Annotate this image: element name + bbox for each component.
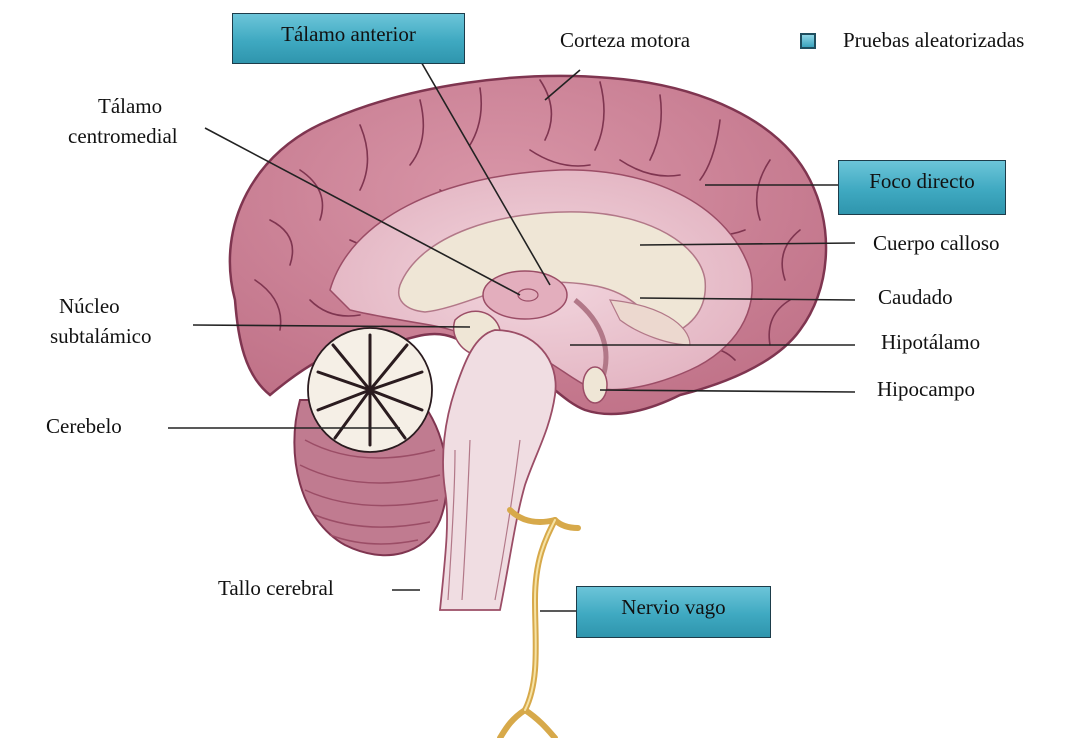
- nervio-vago-label: Nervio vago: [621, 595, 725, 619]
- nucleo-subtalamico-label-2: subtalámico: [50, 324, 151, 349]
- legend-swatch: [800, 33, 816, 49]
- cuerpo-calloso-label: Cuerpo calloso: [873, 231, 1000, 256]
- talamo-anterior-box: Tálamo anterior: [232, 13, 465, 64]
- hipotalamo-label: Hipotálamo: [881, 330, 980, 355]
- legend-label: Pruebas aleatorizadas: [843, 28, 1024, 53]
- thalamus-shape: [483, 271, 567, 319]
- hippocampus-shape: [583, 367, 607, 403]
- caudado-label: Caudado: [878, 285, 953, 310]
- talamo-anterior-label: Tálamo anterior: [281, 22, 416, 46]
- corteza-motora-label: Corteza motora: [560, 28, 690, 53]
- foco-directo-label: Foco directo: [869, 169, 975, 193]
- foco-directo-box: Foco directo: [838, 160, 1006, 215]
- talamo-centromedial-label-1: Tálamo: [98, 94, 162, 119]
- talamo-centromedial-label-2: centromedial: [68, 124, 178, 149]
- nervio-vago-box: Nervio vago: [576, 586, 771, 638]
- tallo-cerebral-label: Tallo cerebral: [218, 576, 334, 601]
- hipocampo-label: Hipocampo: [877, 377, 975, 402]
- cerebelo-label: Cerebelo: [46, 414, 122, 439]
- nucleo-subtalamico-label-1: Núcleo: [59, 294, 120, 319]
